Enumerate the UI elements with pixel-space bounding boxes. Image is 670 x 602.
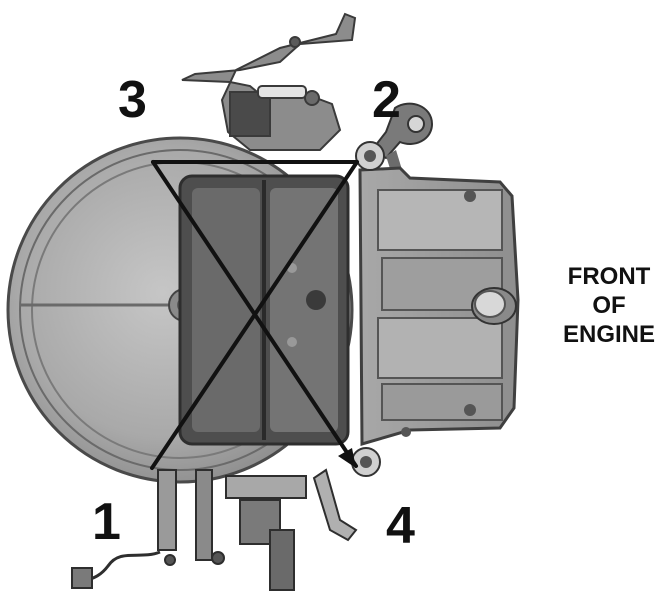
- bolt-label-2: 2: [372, 71, 401, 129]
- venturi-bores: [178, 174, 350, 446]
- tightening-sequence-lines: [150, 160, 359, 470]
- front-label-line1: FRONT: [567, 263, 651, 290]
- bolt-label-3: 3: [118, 71, 147, 129]
- front-of-engine-label: FRONT OF ENGINE: [548, 262, 670, 349]
- lower-linkage: [71, 468, 358, 591]
- line-3-to-4: [151, 160, 358, 468]
- bolt-label-4: 4: [386, 497, 415, 555]
- front-label-line3: ENGINE: [562, 321, 655, 348]
- bolt-boss-2: [355, 141, 385, 171]
- front-label-line2: OF: [592, 292, 626, 319]
- bolt-boss-4: [351, 447, 381, 477]
- sight-plug: [471, 287, 517, 325]
- bolt-label-1: 1: [92, 493, 121, 551]
- arrowhead-at-4: [338, 448, 356, 468]
- fuel-bowl: [358, 166, 520, 446]
- throttle-linkage: [181, 12, 357, 151]
